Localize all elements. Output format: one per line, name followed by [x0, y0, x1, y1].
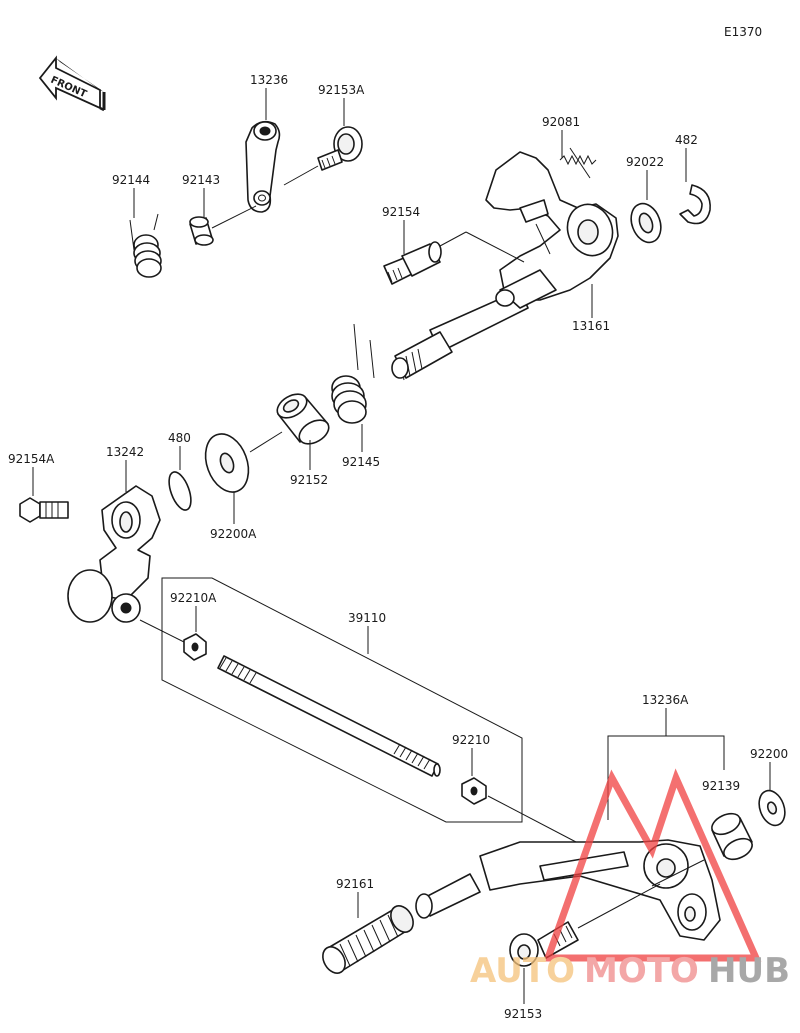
label-482[interactable]: 482: [675, 133, 698, 147]
part-92081-drawing: [559, 147, 597, 179]
label-92153[interactable]: 92153: [504, 1007, 542, 1021]
label-13236A[interactable]: 13236A: [642, 693, 689, 707]
label-92152[interactable]: 92152: [290, 473, 328, 487]
leader-lines: [32, 88, 771, 1004]
label-13236[interactable]: 13236: [250, 73, 288, 87]
part-92200A-drawing: [204, 433, 250, 493]
part-482-drawing: [679, 184, 711, 225]
label-92144[interactable]: 92144: [112, 173, 150, 187]
label-92022[interactable]: 92022: [626, 155, 664, 169]
part-92152-drawing: [249, 393, 330, 453]
front-arrow-icon: FRONT: [38, 55, 106, 112]
label-13161[interactable]: 13161: [572, 319, 610, 333]
label-13242[interactable]: 13242: [106, 445, 144, 459]
label-92161[interactable]: 92161: [336, 877, 374, 891]
part-92154-drawing: [383, 231, 525, 285]
watermark-triangle-icon: [543, 768, 762, 962]
label-480[interactable]: 480: [168, 431, 191, 445]
part-92210-drawing: [461, 777, 577, 843]
watermark-word-2: MOTO: [584, 951, 699, 991]
part-13161-drawing: [391, 151, 619, 381]
part-92153A-drawing: [283, 126, 363, 186]
part-92143-drawing: [189, 205, 257, 246]
part-92145-drawing: [331, 323, 375, 424]
label-92145[interactable]: 92145: [342, 455, 380, 469]
label-39110[interactable]: 39110: [348, 611, 386, 625]
part-92200-drawing: [758, 789, 786, 827]
label-92143[interactable]: 92143: [182, 173, 220, 187]
part-13242-drawing: [67, 485, 161, 623]
part-92144-drawing: [129, 213, 162, 278]
label-92153A[interactable]: 92153A: [318, 83, 365, 97]
label-92210[interactable]: 92210: [452, 733, 490, 747]
watermark-word-1: AUTO: [470, 951, 575, 991]
part-labels: 13236 92153A 92144 92143 92081 482 92022…: [8, 73, 788, 1021]
label-92154A[interactable]: 92154A: [8, 452, 55, 466]
label-92200A[interactable]: 92200A: [210, 527, 257, 541]
watermark-logo: AUTO MOTO HUB: [470, 768, 790, 991]
part-92139-drawing: [651, 812, 753, 887]
label-92210A[interactable]: 92210A: [170, 591, 217, 605]
watermark-word-3: HUB: [708, 951, 790, 991]
label-92139[interactable]: 92139: [702, 779, 740, 793]
part-39110-drawing: [161, 577, 523, 823]
part-92022-drawing: [630, 202, 662, 244]
part-13236-drawing: [245, 120, 281, 213]
diagram-code: E1370: [724, 25, 762, 39]
part-480-drawing: [168, 471, 192, 511]
part-92161-drawing: [322, 905, 414, 974]
label-92200[interactable]: 92200: [750, 747, 788, 761]
part-92154A-drawing: [19, 497, 69, 523]
label-92081[interactable]: 92081: [542, 115, 580, 129]
label-92154[interactable]: 92154: [382, 205, 420, 219]
